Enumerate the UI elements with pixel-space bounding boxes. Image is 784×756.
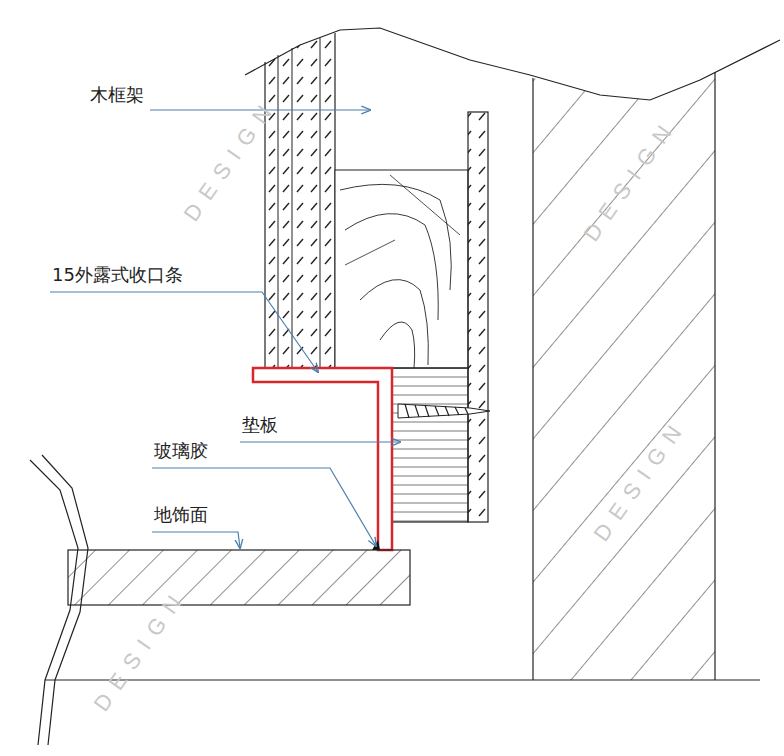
part-label: 垫板 <box>240 414 280 436</box>
part-label: 木框架 <box>88 84 146 106</box>
part-label: 地饰面 <box>152 504 210 526</box>
part-label: 15外露式收口条 <box>50 264 185 286</box>
watermark: D E S I G N <box>89 589 189 716</box>
part-label: 玻璃胶 <box>152 440 210 462</box>
watermark: D E S I G N <box>179 99 279 226</box>
